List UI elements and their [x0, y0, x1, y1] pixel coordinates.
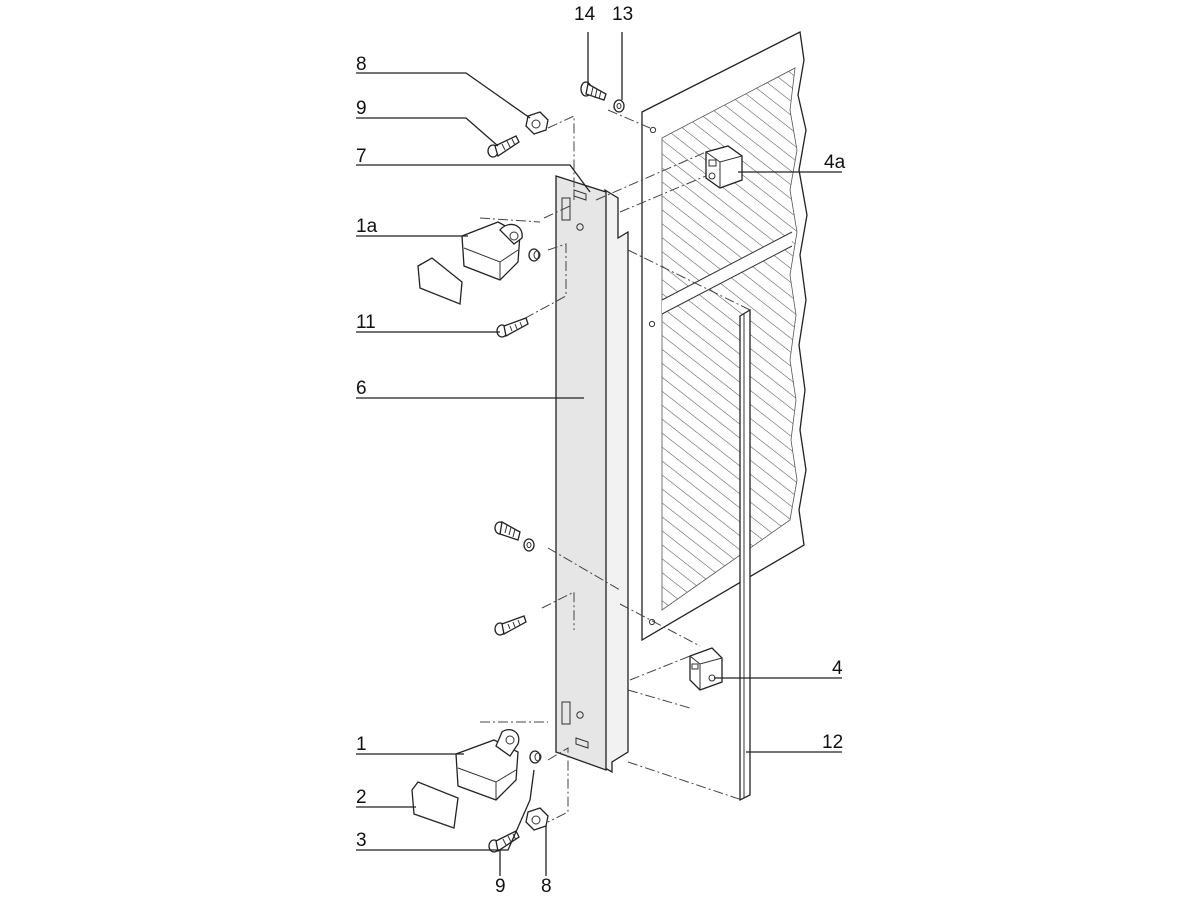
screw-9-top	[487, 135, 520, 158]
sleeve-bottom	[529, 750, 542, 764]
clip-nut-8-top	[525, 111, 549, 135]
cover-plate-2	[411, 781, 459, 829]
label-9-bottom: 9	[495, 876, 506, 897]
label-8-bottom: 8	[541, 876, 552, 897]
label-3: 3	[356, 830, 367, 851]
screw-lower	[494, 615, 527, 636]
label-11: 11	[356, 312, 376, 333]
washer-13	[613, 99, 625, 113]
hinge-1	[455, 729, 520, 801]
screw-mid	[494, 520, 535, 552]
label-9-top: 9	[356, 98, 367, 119]
label-4a: 4a	[824, 152, 846, 173]
label-13: 13	[612, 4, 633, 25]
bracket-4	[689, 647, 723, 691]
label-14: 14	[574, 4, 596, 25]
label-4: 4	[832, 658, 843, 679]
front-panel	[555, 175, 629, 774]
leader-lines	[356, 32, 842, 876]
back-panel	[641, 31, 808, 642]
bracket-4a	[705, 145, 743, 189]
screw-9-bottom	[488, 830, 520, 853]
screw-14	[580, 81, 607, 101]
assembly-lines	[479, 109, 751, 823]
vertical-rod	[739, 308, 751, 802]
label-8-top: 8	[356, 54, 367, 75]
clip-nut-8-bottom	[525, 807, 549, 831]
label-1a: 1a	[356, 216, 378, 237]
callout-labels: 14 13 8 9 7 4a 1a 11 6 4 12 1 2 3 9 8	[356, 4, 846, 897]
screw-11	[496, 317, 529, 338]
hinge-1a	[461, 221, 523, 281]
sleeve-top	[528, 248, 541, 262]
label-7: 7	[356, 146, 367, 167]
label-2: 2	[356, 787, 367, 808]
label-1: 1	[356, 734, 367, 755]
label-6: 6	[356, 378, 367, 399]
cover-plate-top	[417, 257, 463, 305]
label-12: 12	[822, 732, 843, 753]
